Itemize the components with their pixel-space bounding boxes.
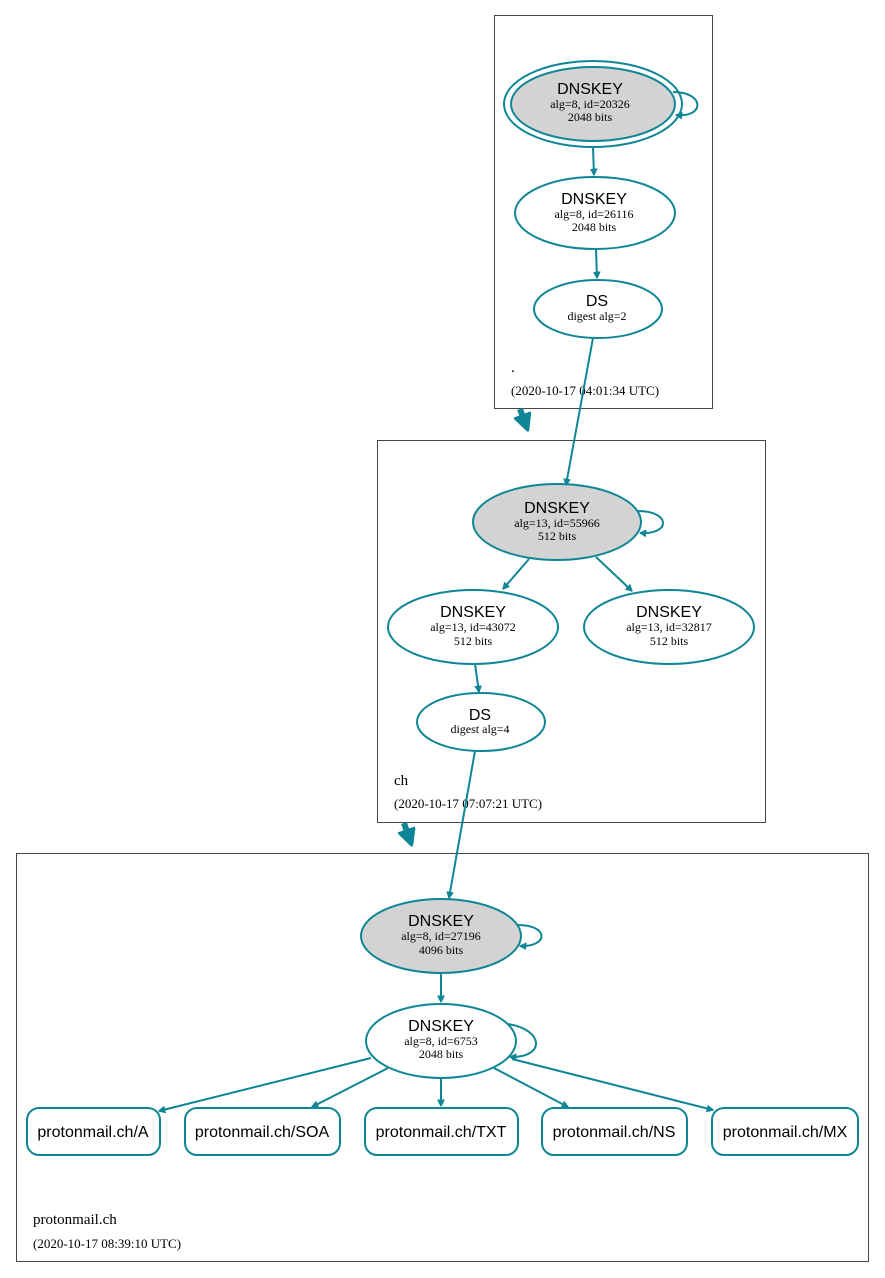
edge-root-ds-to-ch-ksk	[566, 337, 594, 485]
ch-dnskey-55966[interactable]: DNSKEY alg=13, id=55966 512 bits	[472, 483, 642, 561]
root-ds-shape	[533, 279, 663, 339]
protonmail-dnskey-27196[interactable]: DNSKEY alg=8, id=27196 4096 bits	[360, 898, 522, 974]
zone-root: DNSKEY alg=8, id=20326 2048 bits DNSKEY …	[494, 15, 713, 409]
ch-zsk-43072-shape	[387, 589, 559, 665]
node-type-label: DS	[469, 707, 491, 724]
ch-dnskey-43072[interactable]: DNSKEY alg=13, id=43072 512 bits	[387, 589, 559, 665]
node-type-label: DNSKEY	[557, 81, 623, 98]
node-type-label: DNSKEY	[408, 1018, 474, 1035]
node-type-label: DS	[586, 293, 608, 310]
node-bits-label: 512 bits	[650, 634, 689, 648]
delegation-root-to-ch	[520, 407, 527, 428]
root-zsk-shape	[514, 176, 676, 250]
record-soa-shape	[184, 1107, 341, 1156]
ch-ksk-shape	[472, 483, 642, 561]
record-label: protonmail.ch/TXT	[376, 1124, 507, 1141]
record-protonmail-mx[interactable]: protonmail.ch/MX	[711, 1107, 859, 1156]
edge-55966-43072	[503, 558, 530, 589]
edge-20326-26116	[593, 146, 594, 175]
node-alg-label: alg=13, id=43072	[430, 620, 516, 634]
node-alg-label: alg=13, id=55966	[514, 516, 600, 530]
ch-ds[interactable]: DS digest alg=4	[416, 692, 546, 752]
node-bits-label: 2048 bits	[419, 1047, 464, 1061]
node-bits-label: 512 bits	[454, 634, 493, 648]
node-alg-label: alg=8, id=26116	[554, 207, 633, 221]
record-label: protonmail.ch/MX	[723, 1124, 848, 1141]
node-alg-label: alg=8, id=6753	[404, 1034, 478, 1048]
node-digest-label: digest alg=2	[567, 309, 626, 323]
record-protonmail-ns[interactable]: protonmail.ch/NS	[541, 1107, 688, 1156]
zone-ch-name: ch	[394, 773, 409, 789]
zone-protonmail-timestamp: (2020-10-17 08:39:10 UTC)	[33, 1236, 181, 1251]
root-dnskey-20326[interactable]: DNSKEY alg=8, id=20326 2048 bits	[503, 60, 683, 148]
edge-6753-a	[159, 1057, 372, 1111]
record-label: protonmail.ch/SOA	[195, 1124, 330, 1141]
node-bits-label: 2048 bits	[572, 220, 617, 234]
node-alg-label: alg=8, id=27196	[401, 929, 481, 943]
record-label: protonmail.ch/A	[37, 1124, 148, 1141]
record-txt-shape	[364, 1107, 519, 1156]
node-bits-label: 512 bits	[538, 529, 577, 543]
edge-ch-ds-to-protonmail-ksk	[449, 750, 476, 898]
record-mx-shape	[711, 1107, 859, 1156]
record-protonmail-txt[interactable]: protonmail.ch/TXT	[364, 1107, 519, 1156]
node-digest-label: digest alg=4	[450, 722, 509, 736]
node-type-label: DNSKEY	[636, 604, 702, 621]
ch-dnskey-32817[interactable]: DNSKEY alg=13, id=32817 512 bits	[583, 589, 755, 665]
zone-ch-timestamp: (2020-10-17 07:07:21 UTC)	[394, 796, 542, 811]
edge-26116-ds	[596, 248, 597, 278]
node-type-label: DNSKEY	[408, 913, 474, 930]
zone-root-timestamp: (2020-10-17 04:01:34 UTC)	[511, 383, 659, 398]
root-dnskey-26116[interactable]: DNSKEY alg=8, id=26116 2048 bits	[514, 176, 676, 250]
zone-protonmail: DNSKEY alg=8, id=27196 4096 bits DNSKEY …	[16, 853, 869, 1262]
self-loop-27196	[517, 924, 543, 946]
edge-55966-32817	[595, 556, 632, 591]
record-protonmail-a[interactable]: protonmail.ch/A	[26, 1107, 161, 1156]
node-bits-label: 4096 bits	[419, 943, 464, 957]
record-a-shape	[26, 1107, 161, 1156]
node-type-label: DNSKEY	[561, 191, 627, 208]
zone-protonmail-name: protonmail.ch	[33, 1212, 117, 1228]
root-ds[interactable]: DS digest alg=2	[533, 279, 663, 339]
node-type-label: DNSKEY	[524, 500, 590, 517]
edge-43072-ds	[474, 663, 479, 692]
root-ksk-shape	[510, 66, 676, 142]
zone-root-name: .	[511, 360, 515, 376]
node-type-label: DNSKEY	[440, 604, 506, 621]
record-label: protonmail.ch/NS	[553, 1124, 676, 1141]
edge-6753-ns	[493, 1067, 568, 1108]
protonmail-dnskey-6753[interactable]: DNSKEY alg=8, id=6753 2048 bits	[365, 1003, 517, 1079]
node-bits-label: 2048 bits	[568, 110, 613, 124]
zone-ch: DNSKEY alg=13, id=55966 512 bits DNSKEY …	[377, 440, 766, 823]
record-ns-shape	[541, 1107, 688, 1156]
ch-zsk-32817-shape	[583, 589, 755, 665]
node-alg-label: alg=8, id=20326	[550, 97, 630, 111]
record-protonmail-soa[interactable]: protonmail.ch/SOA	[184, 1107, 341, 1156]
self-loop-20326	[672, 91, 699, 115]
self-loop-6753	[507, 1023, 537, 1057]
delegation-ch-to-protonmail	[404, 822, 411, 843]
node-alg-label: alg=13, id=32817	[626, 620, 712, 634]
self-loop-55966	[637, 510, 664, 533]
edge-6753-mx	[511, 1058, 713, 1110]
edge-6753-soa	[312, 1067, 389, 1108]
